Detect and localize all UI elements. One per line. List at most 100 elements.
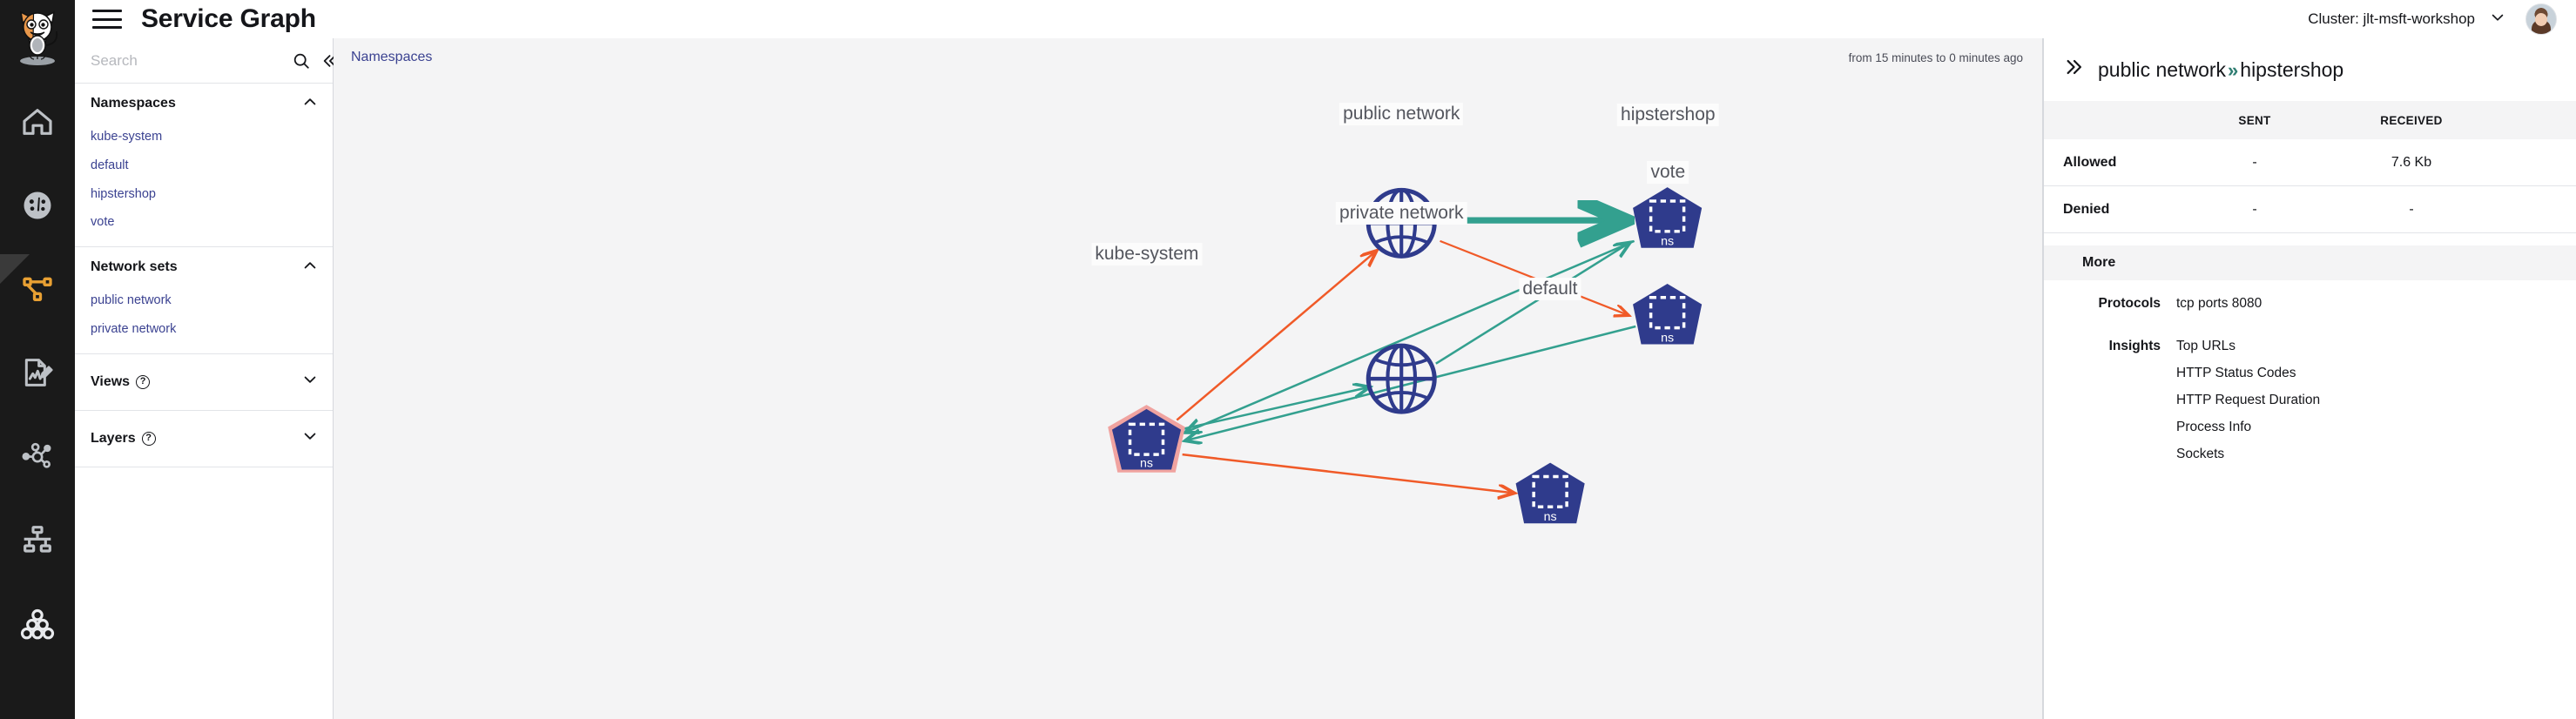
denied-received-value: - <box>2409 201 2414 217</box>
edge-private-network-hipstershop[interactable] <box>1435 242 1630 365</box>
sidebar-item-nodes[interactable] <box>0 414 75 498</box>
edge-kube-system-public-network[interactable] <box>1176 251 1376 421</box>
chevrons-right-icon[interactable] <box>2063 56 2086 84</box>
service-graph-icon <box>20 272 55 306</box>
cluster-selector[interactable]: Cluster: jlt-msft-workshop <box>2308 9 2506 30</box>
flow-arrow-icon: » <box>2228 58 2239 81</box>
denied-sent-value: - <box>2252 201 2257 217</box>
avatar[interactable] <box>2525 3 2557 35</box>
sidebar-item-default[interactable]: default <box>91 158 129 172</box>
insights-row: Insights Top URLs HTTP Status Codes HTTP… <box>2044 323 2576 474</box>
insights-list: Top URLs HTTP Status Codes HTTP Request … <box>2176 339 2320 474</box>
insight-process-info[interactable]: Process Info <box>2176 420 2252 434</box>
col-received: RECEIVED <box>2380 113 2443 127</box>
calico-cat-logo[interactable] <box>7 7 68 68</box>
svg-text:ns: ns <box>1661 235 1674 249</box>
edge-vote-kube-system[interactable] <box>1185 325 1636 440</box>
protocols-value: tcp ports 8080 <box>2176 296 2262 311</box>
insight-top-urls[interactable]: Top URLs <box>2176 339 2236 353</box>
row-label-allowed: Allowed <box>2063 154 2117 170</box>
sitemap-icon <box>20 522 55 557</box>
svg-text:ns: ns <box>1140 456 1153 470</box>
hamburger-icon[interactable] <box>92 10 122 29</box>
top-bar: Service Graph Cluster: jlt-msft-workshop <box>75 0 2576 38</box>
search-bar <box>75 38 336 84</box>
edge-kube-system-private-network[interactable] <box>1179 387 1369 431</box>
sidebar-item-vote[interactable]: vote <box>91 215 115 230</box>
sidebar-item-public-network[interactable]: public network <box>91 293 172 307</box>
sidebar-item-private-network[interactable]: private network <box>91 321 177 336</box>
chevron-down-icon[interactable] <box>2489 9 2506 30</box>
help-circle-icon[interactable]: ? <box>136 374 151 389</box>
service-graph-svg[interactable]: ns ns ns ns <box>334 0 2042 719</box>
home-icon <box>20 104 55 139</box>
insight-http-request-duration[interactable]: HTTP Request Duration <box>2176 393 2321 407</box>
sidebar-links-network-sets: public network private network <box>75 287 333 353</box>
node-kube-system[interactable]: ns <box>1108 405 1185 473</box>
time-range-label[interactable]: from 15 minutes to 0 minutes ago <box>1848 50 2023 64</box>
sidebar-section-title: Namespaces <box>91 96 176 111</box>
graph-nodes: ns ns ns ns <box>1108 187 1703 524</box>
details-source[interactable]: public network <box>2098 57 2227 81</box>
canvas-toolbar: Namespaces from 15 minutes to 0 minutes … <box>334 38 2042 77</box>
node-label-hipstershop: hipstershop <box>1617 104 1719 126</box>
chevron-up-icon[interactable] <box>301 93 319 115</box>
chevron-down-icon[interactable] <box>301 427 319 449</box>
search-icon[interactable] <box>292 51 311 71</box>
edge-hipstershop-kube-system[interactable] <box>1185 239 1635 433</box>
insight-http-status-codes[interactable]: HTTP Status Codes <box>2176 366 2296 380</box>
details-destination[interactable]: hipstershop <box>2240 57 2344 81</box>
sidebar-item-dashboard[interactable] <box>0 164 75 247</box>
insights-label: Insights <box>2108 339 2161 353</box>
sidebar-item-home[interactable] <box>0 80 75 164</box>
sidebar-item-clusters[interactable] <box>0 581 75 665</box>
chevron-up-icon[interactable] <box>301 257 319 279</box>
sidebar-links-namespaces: kube-system default hipstershop vote <box>75 124 333 246</box>
chevron-down-icon[interactable] <box>301 371 319 393</box>
edge-kube-system-default[interactable] <box>1182 453 1514 493</box>
insight-sockets[interactable]: Sockets <box>2176 447 2225 461</box>
policies-document-icon <box>20 355 55 390</box>
search-input[interactable] <box>91 51 283 70</box>
sidebar-item-policies[interactable] <box>0 331 75 414</box>
chevrons-left-icon[interactable] <box>320 51 339 71</box>
cluster-circles-icon <box>20 606 55 641</box>
graph-edges <box>1176 220 1636 493</box>
node-vote[interactable]: ns <box>1633 283 1703 345</box>
sidebar-section-header-network-sets[interactable]: Network sets <box>75 247 333 287</box>
sidebar-section-header-namespaces[interactable]: Namespaces <box>75 84 333 124</box>
node-label-vote: vote <box>1647 161 1689 184</box>
help-circle-icon[interactable]: ? <box>141 431 156 446</box>
node-label-kube-system: kube-system <box>1091 243 1203 265</box>
sidebar-section-views: Views ? <box>75 354 333 411</box>
sidebar-section-layers: Layers ? <box>75 411 333 467</box>
table-row: Denied - - <box>2044 186 2576 233</box>
dashboard-gauge-icon <box>20 188 55 223</box>
svg-text:ns: ns <box>1661 331 1674 345</box>
node-hipstershop[interactable]: ns <box>1633 187 1703 249</box>
page-title: Service Graph <box>141 4 316 33</box>
sidebar-item-kube-system[interactable]: kube-system <box>91 130 163 144</box>
graph-canvas[interactable]: Namespaces from 15 minutes to 0 minutes … <box>334 0 2043 719</box>
more-section-header[interactable]: More <box>2044 245 2576 280</box>
sidebar-item-service-graph[interactable] <box>0 247 75 331</box>
sidebar-section-title: Layers <box>91 430 136 446</box>
sidebar-item-endpoints[interactable] <box>0 498 75 581</box>
details-title: public network » hipstershop <box>2044 38 2576 101</box>
sidebar-section-namespaces: Namespaces kube-system default hipstersh… <box>75 84 333 247</box>
node-private-network[interactable] <box>1366 343 1437 414</box>
node-label-private-network: private network <box>1336 202 1467 225</box>
protocols-label: Protocols <box>2098 296 2161 311</box>
icon-rail <box>0 0 75 719</box>
rail-items <box>0 80 75 665</box>
row-label-denied: Denied <box>2063 201 2110 217</box>
sidebar-section-title: Network sets <box>91 259 178 274</box>
protocols-row: Protocols tcp ports 8080 <box>2044 280 2576 323</box>
sidebar-item-hipstershop[interactable]: hipstershop <box>91 186 156 201</box>
node-default[interactable]: ns <box>1515 462 1585 524</box>
details-panel: public network » hipstershop SENT RECEIV… <box>2043 0 2576 719</box>
sidebar-section-header-layers[interactable]: Layers ? <box>75 411 333 467</box>
sidebar-section-header-views[interactable]: Views ? <box>75 354 333 410</box>
table-row: Allowed - 7.6 Kb <box>2044 139 2576 186</box>
breadcrumb[interactable]: Namespaces <box>351 50 433 64</box>
